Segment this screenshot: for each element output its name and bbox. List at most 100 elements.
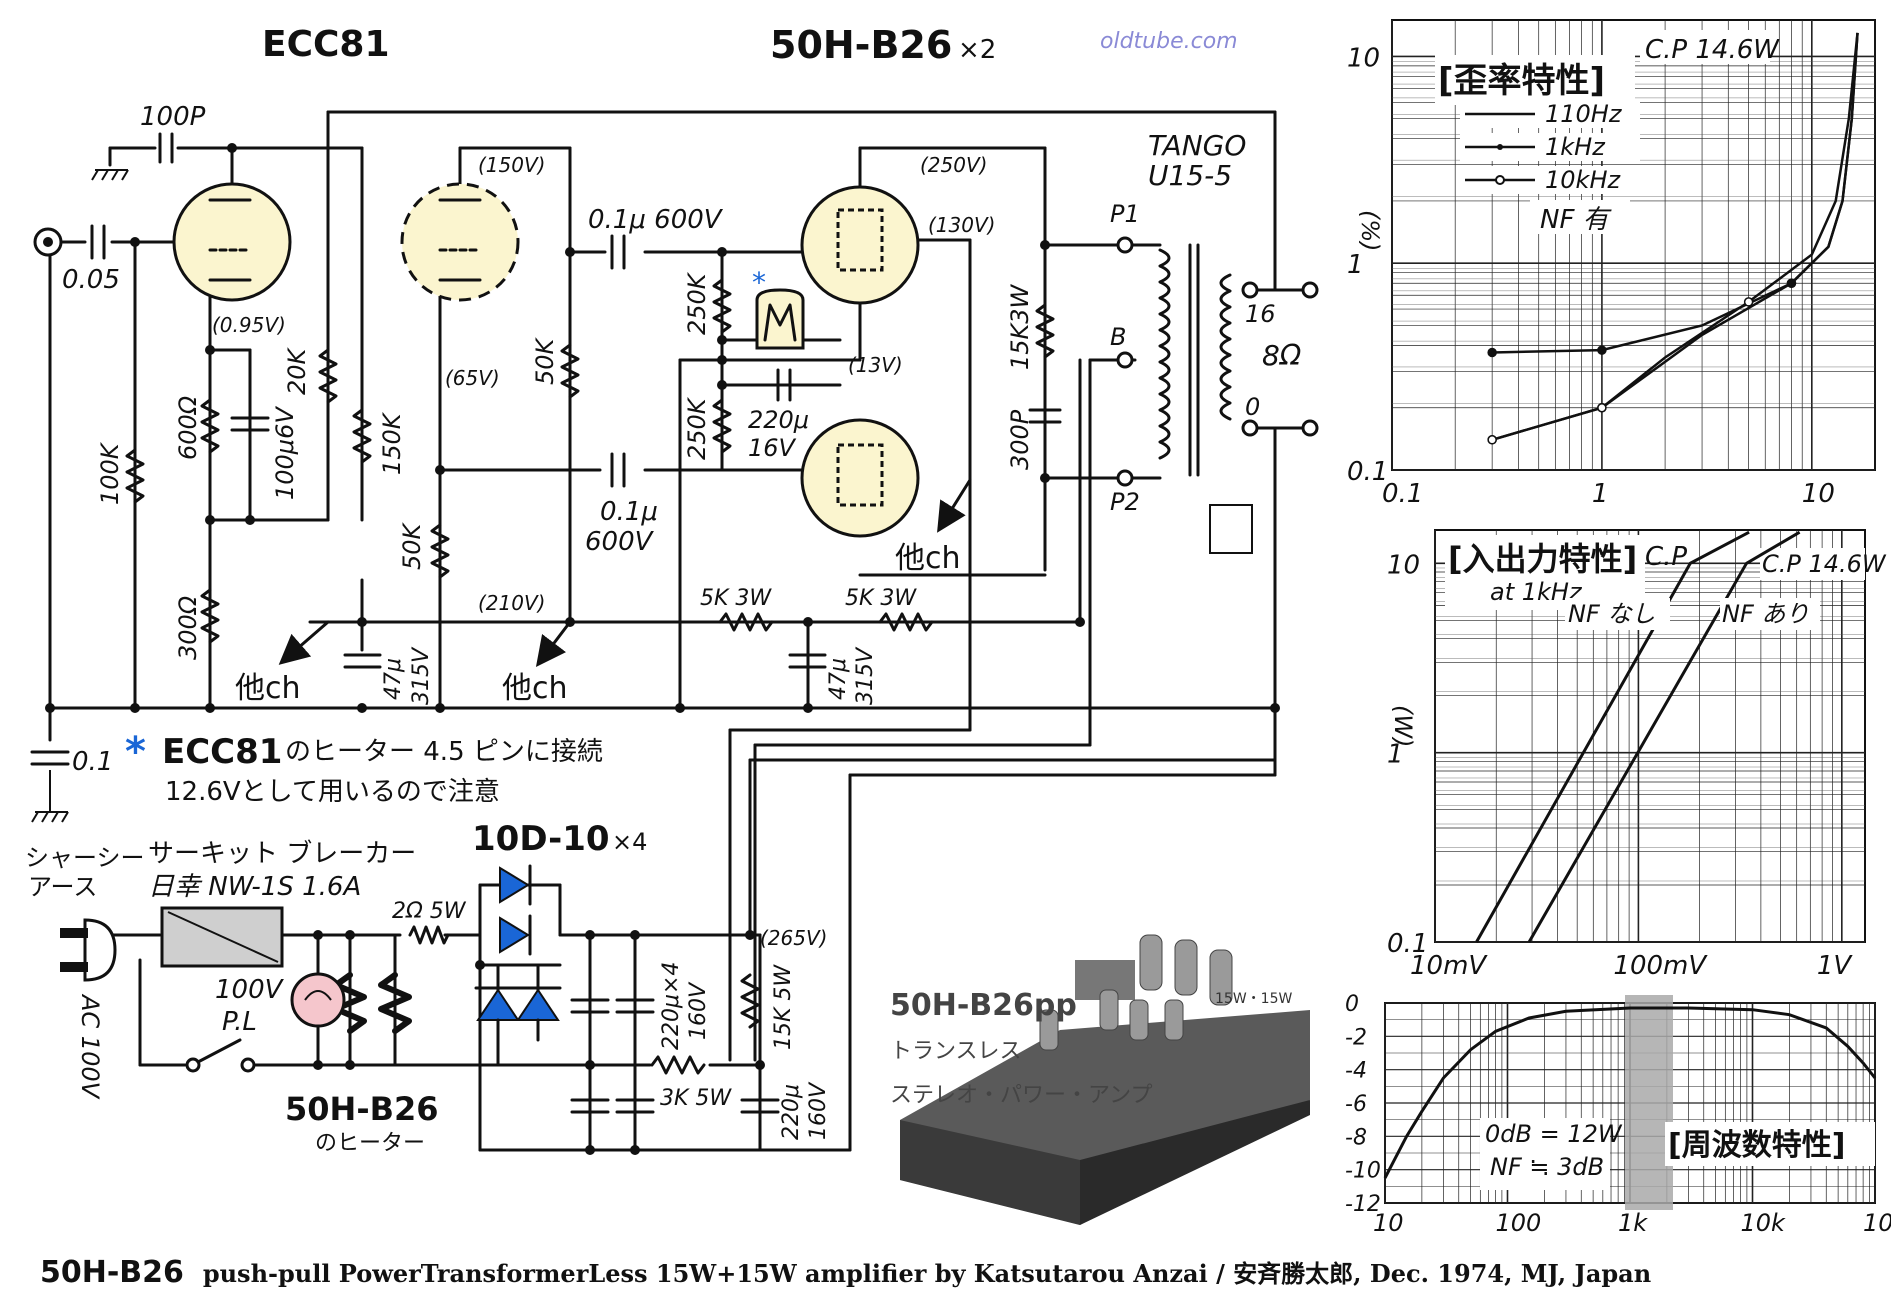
chart1-legend-0: 110Hz (1545, 100, 1623, 128)
ecc81-heading: ECC81 (262, 24, 390, 65)
chart2-cp-b: C.P 14.6W (1762, 550, 1887, 578)
label-600v-b: 600V (585, 527, 655, 557)
label-220ux4: 220μ×4 (659, 962, 684, 1050)
label-315v-a: 315V (409, 646, 434, 705)
label-3k5w: 3K 5W (660, 1086, 732, 1111)
label-5k3w-a: 5K 3W (700, 586, 772, 611)
chart3-xtick-0: 10 (1373, 1209, 1404, 1237)
label-250k-bot: 250K (683, 396, 711, 460)
chart1-point-2-0 (1487, 435, 1497, 445)
chart2-legend-0: NF なし (1568, 600, 1655, 628)
chart1-title: [歪率特性] (1438, 61, 1605, 101)
chart3-ytick-4: -8 (1345, 1125, 1367, 1150)
chart1-ytick-1: 1 (1347, 250, 1364, 280)
label-250k-top: 250K (683, 271, 711, 335)
chart2-xtick-0: 10mV (1410, 951, 1488, 981)
label-heater-a: 50H-B26 (285, 1090, 439, 1128)
chart1-legend-marker-1 (1497, 144, 1503, 150)
label-u15-5: U15-5 (1148, 159, 1232, 192)
chart2-title: [入出力特性] (1448, 540, 1637, 578)
heater-star: * (752, 266, 766, 299)
label-2ohm5w: 2Ω 5W (392, 899, 467, 924)
label-220u: 220μ (748, 406, 809, 434)
chart1-ylabel: (%) (1356, 210, 1384, 252)
chart3-series-0 (1383, 1006, 1877, 1179)
chart1-ytick-2: 10 (1347, 43, 1380, 73)
label-100k: 100K (96, 441, 124, 505)
label-other-ch-3: 他ch (895, 541, 961, 576)
chart2-ytick-1: 1 (1387, 740, 1404, 770)
label-tap-16: 16 (1245, 300, 1276, 328)
label-diode: 10D-10 (472, 819, 610, 859)
chart3-annotation-a: 0dB = 12W (1485, 1120, 1623, 1148)
chart1-legend-2: 10kHz (1545, 166, 1621, 194)
note-ecc81: ECC81 (162, 732, 282, 772)
chart2-series-1 (1527, 530, 1801, 943)
amplifier-photo: 50H-B26pp トランスレス ステレオ・パワー・アンプ 15W・15W (880, 900, 1320, 1230)
label-265v: (265V) (760, 926, 827, 950)
label-50k-mid: 50K (531, 336, 559, 385)
chart2-ytick-0: 0.1 (1387, 929, 1428, 959)
chart1-nf-bg (1530, 200, 1630, 234)
chart2-series-0 (1475, 530, 1750, 943)
note-line-1: のヒーター 4.5 ピンに接続 (285, 737, 603, 767)
chart2-xtick-2: 1V (1817, 951, 1854, 981)
chart1-xtick-1: 1 (1592, 479, 1609, 509)
chart1-legend-1: 1kHz (1545, 133, 1606, 161)
power-tube-mult: ×2 (958, 35, 996, 65)
label-chassis-a: シャーシー (25, 844, 145, 872)
label-pl-a: 100V (215, 975, 285, 1005)
label-65v: (65V) (445, 366, 500, 390)
chart1-title-bg (1435, 55, 1635, 105)
chart3-xtick-4: 100k (1863, 1209, 1891, 1237)
label-breaker-a: サーキット ブレーカー (148, 839, 416, 869)
label-diode-mult: ×4 (612, 828, 647, 856)
power-tube-2 (800, 418, 920, 538)
chart2-legend-1: NF あり (1722, 600, 1809, 628)
chart3-title-bg (1665, 1122, 1875, 1166)
chart3-ytick-3: -6 (1345, 1092, 1367, 1117)
ecc81-tube-2 (400, 182, 520, 302)
label-220u: 220μ (779, 1084, 804, 1140)
chart1-xtick-2: 10 (1802, 479, 1835, 509)
resistors (125, 278, 1055, 1075)
label-150k: 150K (378, 411, 406, 475)
chart3-ytick-2: -4 (1345, 1059, 1367, 1084)
power-tube-1 (800, 185, 920, 305)
chart1-point-2-1 (1597, 402, 1607, 413)
label-600ohm: 600Ω (174, 395, 202, 460)
chart1-series-2 (1491, 32, 1859, 441)
chart3-xtick-1: 100 (1496, 1209, 1542, 1237)
label-other-ch-1: 他ch (235, 671, 301, 706)
junction-dots (45, 143, 1280, 1155)
label-47u-b: 47μ (826, 658, 851, 700)
chart1-ytick-0: 0.1 (1347, 457, 1388, 487)
label-0-95v: (0.95V) (212, 313, 286, 337)
caption-model: 50H-B26 (40, 1255, 184, 1290)
ecc81-tube-1 (172, 182, 292, 302)
chart3-title: [周波数特性] (1668, 1128, 1845, 1163)
ground-symbols (31, 169, 129, 823)
chart1-point-0-1 (1597, 345, 1607, 355)
label-16v: 16V (748, 434, 797, 462)
label-0-1u-600v-top: 0.1μ 600V (588, 205, 724, 235)
label-160v-b: 160V (806, 1081, 831, 1140)
label-100u6v: 100μ6V (271, 406, 299, 500)
capacitors (30, 132, 1062, 1114)
label-20k: 20K (283, 346, 311, 395)
chart2-cp-b-bg (1760, 548, 1865, 580)
power-tube-heading: 50H-B26 (770, 23, 952, 67)
label-heater-b: のヒーター (315, 1131, 425, 1156)
input-jack (33, 227, 63, 257)
chart1-point-1-3 (1786, 278, 1797, 288)
chart2-cp-a: C.P (1645, 542, 1687, 572)
label-b: B (1110, 323, 1126, 351)
chart1-cp-bg (1640, 30, 1770, 64)
chart2-ylabel: (W) (1389, 705, 1417, 747)
chart1-point-0-0 (1487, 347, 1497, 358)
caption-rest: push-pull PowerTransformerLess 15W+15W a… (203, 1259, 1651, 1288)
chart3-annotation-b: NF ≒ 3dB (1490, 1153, 1604, 1181)
chart3-xtick-3: 10k (1741, 1209, 1787, 1237)
